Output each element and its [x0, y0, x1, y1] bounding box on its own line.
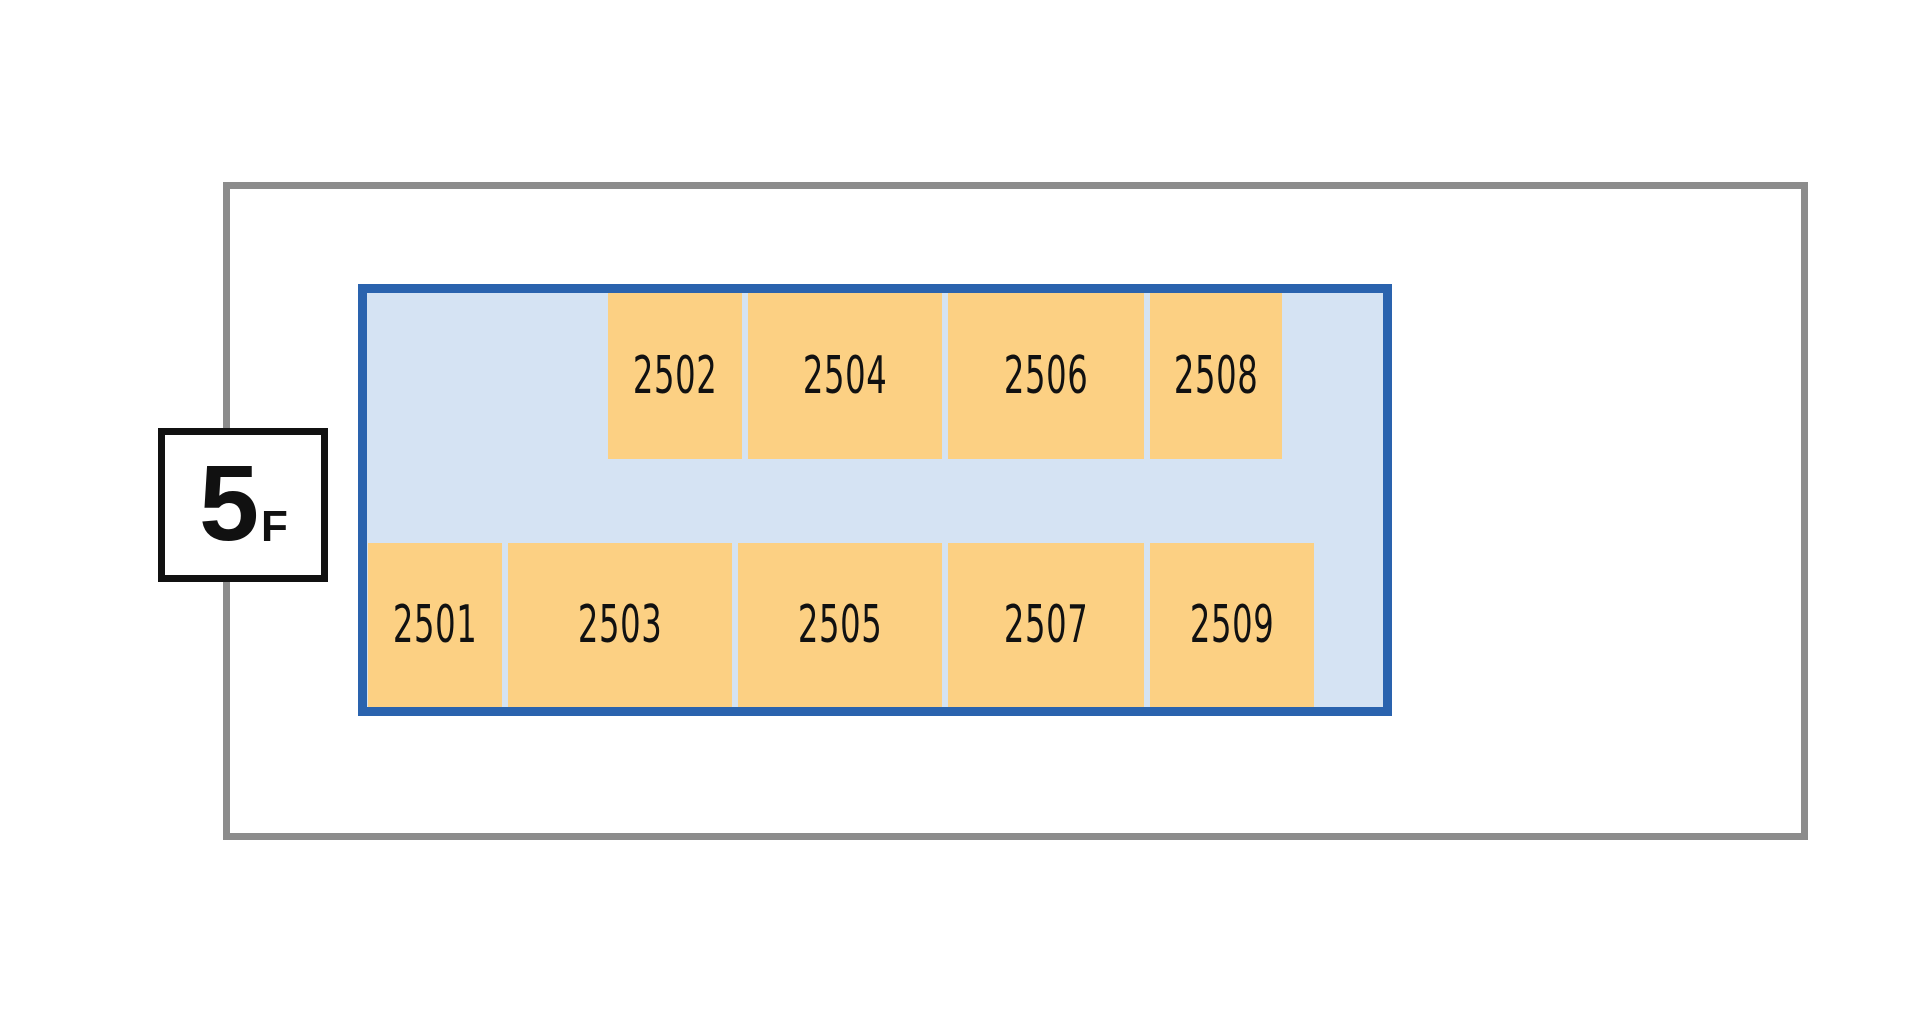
unit-2502[interactable]: 2502 — [608, 293, 742, 459]
unit-label: 2503 — [577, 595, 663, 655]
unit-2506[interactable]: 2506 — [948, 293, 1144, 459]
unit-2509[interactable]: 2509 — [1150, 543, 1314, 707]
floor-suffix: F — [261, 502, 288, 551]
floor-badge: 5 F — [158, 428, 328, 582]
unit-label: 2506 — [1003, 346, 1089, 406]
unit-2501[interactable]: 2501 — [368, 543, 502, 707]
unit-label: 2502 — [632, 346, 718, 406]
unit-2508[interactable]: 2508 — [1150, 293, 1282, 459]
unit-label: 2509 — [1189, 595, 1275, 655]
unit-2503[interactable]: 2503 — [508, 543, 732, 707]
floor-number: 5 — [199, 442, 260, 563]
unit-2505[interactable]: 2505 — [738, 543, 942, 707]
unit-label: 2507 — [1003, 595, 1089, 655]
unit-label: 2508 — [1173, 346, 1259, 406]
unit-label: 2504 — [802, 346, 888, 406]
unit-2504[interactable]: 2504 — [748, 293, 942, 459]
unit-2507[interactable]: 2507 — [948, 543, 1144, 707]
unit-label: 2505 — [797, 595, 883, 655]
unit-label: 2501 — [392, 595, 478, 655]
